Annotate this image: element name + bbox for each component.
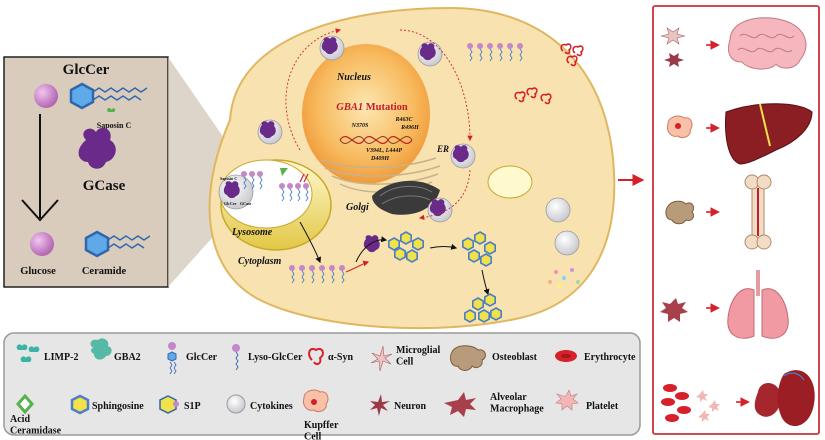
microglial-legend-icon <box>370 345 393 372</box>
legend-item-asyn: α-Syn <box>308 348 353 366</box>
mutation-r463c: R463C <box>394 117 413 123</box>
acid-ceramidase-legend-icon <box>16 393 34 415</box>
sphingosine-legend-icon <box>70 394 90 415</box>
svg-text:S1P: S1P <box>184 401 201 412</box>
glucose-sphere-icon <box>34 84 58 108</box>
bone-icon <box>744 174 772 250</box>
alveolar-legend-icon <box>444 392 476 417</box>
saposin-label: Saposin C <box>97 121 132 130</box>
legend-item-s1p: S1P <box>159 395 201 414</box>
cell: Nucleus GBA1 Mutation R463C N370S R496H … <box>208 6 616 330</box>
lysosome-label: Lysosome <box>231 227 273 238</box>
erythrocyte-cluster <box>661 384 691 422</box>
s1p-legend-icon <box>159 395 177 414</box>
legend-item-erythrocyte: Erythrocyte <box>555 350 636 363</box>
neuron-icon <box>664 53 684 67</box>
lyso-label-glccer: GlcCer <box>224 201 237 206</box>
legend: LIMP-2 GBA2 GlcCer Lyso-GlcCer α-Syn Mic… <box>3 332 641 440</box>
acid-ceramidase-icon <box>280 168 288 176</box>
svg-text:Platelet: Platelet <box>586 401 619 412</box>
glucose-product-icon <box>30 232 54 256</box>
limp2-icon <box>16 344 40 362</box>
osteoblast-legend-icon <box>449 345 486 371</box>
cytokine-dots <box>548 268 580 288</box>
right-panel <box>652 5 820 435</box>
gcase-label: GCase <box>83 178 126 194</box>
ceramide-hexagon-icon <box>69 82 95 110</box>
nucleus-label: Nucleus <box>336 72 371 83</box>
legend-item-osteoblast: Osteoblast <box>449 345 538 371</box>
lungs-icon <box>727 270 789 339</box>
golgi-label: Golgi <box>346 202 369 213</box>
er-label: ER <box>436 144 449 154</box>
lyso-label-gcase: GCase <box>240 201 252 206</box>
secondary-lysosome <box>487 165 533 199</box>
svg-text:Sphingosine: Sphingosine <box>92 401 144 412</box>
svg-text:α-Syn: α-Syn <box>328 352 353 363</box>
asyn-legend-icon <box>308 348 324 366</box>
microglial-cell-icon <box>660 27 686 45</box>
legend-item-gba2: GBA2 <box>90 338 141 363</box>
saposin-c-icon <box>107 107 116 112</box>
mutation-n370s: N370S <box>351 123 369 129</box>
glccer-legend-icon <box>168 342 176 350</box>
osteoblast-icon <box>665 200 695 225</box>
mutation-d409h: D409H <box>370 156 389 162</box>
gba2-legend-icon <box>90 338 112 360</box>
cytoplasm-label: Cytoplasm <box>238 256 282 267</box>
brain-icon <box>728 17 807 70</box>
svg-text:Neuron: Neuron <box>394 401 426 412</box>
legend-item-limp2: LIMP-2 <box>16 344 78 363</box>
nucleus <box>302 44 430 184</box>
svg-text:GlcCer: GlcCer <box>186 352 218 363</box>
mutation-r496h: R496H <box>400 125 419 131</box>
ceramide-label: Ceramide <box>82 266 127 277</box>
mutation-title: GBA1 Mutation <box>336 102 408 113</box>
legend-item-glccer: GlcCer <box>167 342 218 375</box>
svg-text:GBA2: GBA2 <box>114 352 141 363</box>
svg-text:LIMP-2: LIMP-2 <box>44 352 78 363</box>
platelet-legend-icon <box>555 389 579 411</box>
lyso-label-saposin: Saposin C <box>220 176 237 181</box>
svg-text:Cytokines: Cytokines <box>250 401 293 412</box>
ceramide-product-icon <box>84 230 110 258</box>
svg-text:Lyso-GlcCer: Lyso-GlcCer <box>248 352 303 363</box>
reaction-arrow-icon <box>21 199 59 222</box>
alveolar-macrophage-icon <box>660 298 688 322</box>
legend-item-cytokines: Cytokines <box>226 394 293 414</box>
platelet-cluster <box>696 390 720 422</box>
spleen-small-icon <box>754 383 781 417</box>
cytokines-legend-icon <box>226 394 246 414</box>
legend-item-neuron: Neuron <box>370 394 426 416</box>
svg-text:Osteoblast: Osteoblast <box>492 352 538 363</box>
glucose-label: Glucose <box>20 266 56 277</box>
substrate-title: GlcCer <box>63 62 110 78</box>
liver-icon <box>725 103 813 165</box>
legend-item-lyso-glccer: Lyso-GlcCer <box>232 344 303 371</box>
left-panel: GlcCer Saposin C GCase Glucose Ceramide <box>3 56 246 288</box>
legend-item-sphingosine: Sphingosine <box>70 394 144 415</box>
neuron-legend-icon <box>370 394 390 416</box>
spleen-large-icon <box>777 370 815 427</box>
lyso-glccer-legend-icon <box>232 344 240 352</box>
mutation-v394l: V394L, L444P <box>366 148 402 154</box>
svg-text:Erythrocyte: Erythrocyte <box>584 352 636 363</box>
gcase-enzyme-icon <box>78 127 116 169</box>
legend-item-platelet: Platelet <box>555 389 619 412</box>
golgi-apparatus <box>372 180 440 215</box>
